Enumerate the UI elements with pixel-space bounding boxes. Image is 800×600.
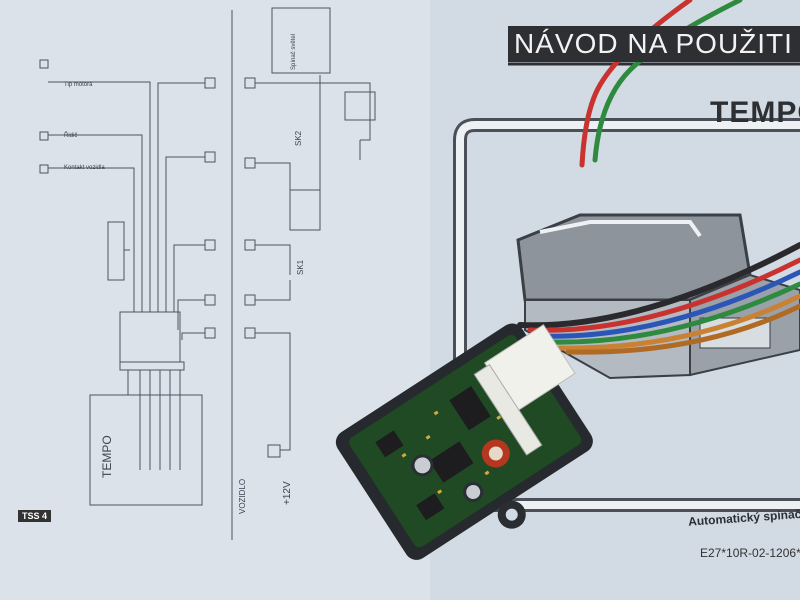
schematic-sk1-label: SK1 bbox=[296, 259, 305, 275]
schematic-vehicle-label: VOZIDLO bbox=[238, 478, 247, 514]
schematic-sk2-label: SK2 bbox=[294, 130, 303, 146]
schematic-supply-label: +12V bbox=[282, 481, 293, 505]
schematic-tempo-label: TEMPO bbox=[100, 435, 114, 478]
document-code: E27*10R-02-1206* bbox=[700, 546, 800, 560]
page-tag: TSS 4 bbox=[18, 510, 52, 522]
wiring-schematic bbox=[39, 7, 376, 540]
tempo-module bbox=[335, 323, 593, 560]
schematic-switch-label: Spínač světel bbox=[291, 33, 297, 70]
manual-title: NÁVOD NA POUŽITI bbox=[508, 26, 800, 62]
wire-label: Řidič bbox=[64, 133, 78, 139]
manual-model-heading: TEMPO bbox=[710, 96, 800, 129]
harness-wires bbox=[517, 242, 800, 355]
wire-label: Tip motora bbox=[64, 82, 93, 88]
wire-label: Kontakt vozidla bbox=[64, 165, 105, 171]
